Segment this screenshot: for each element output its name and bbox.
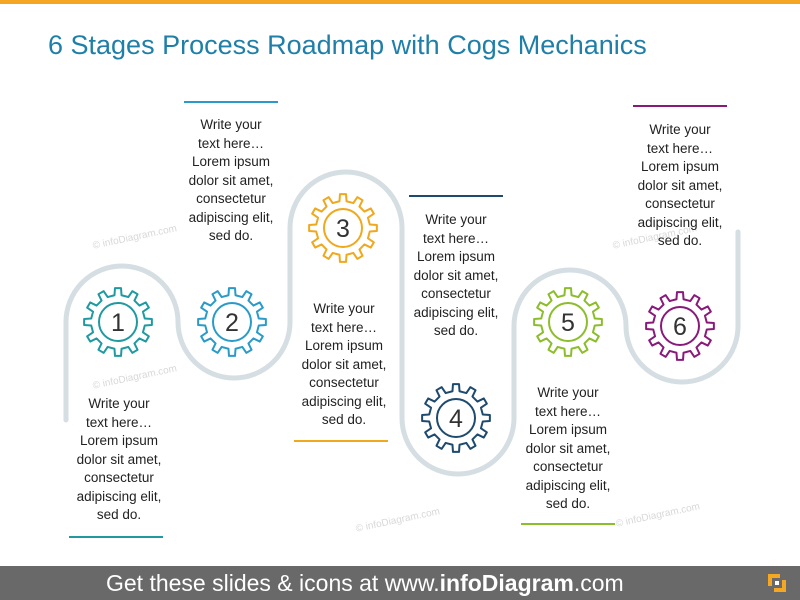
cog-inner-ring [98,302,138,342]
footer-banner: Get these slides & icons at www.infoDiag… [0,566,800,600]
stage-2-number: 2 [225,309,239,337]
cog-inner-ring [212,302,252,342]
stage-5-number: 5 [561,309,575,337]
stage-3-rule [294,440,388,442]
cog-inner-ring [660,306,700,346]
stage-1-text: Write your text here… Lorem ipsum dolor … [76,396,162,522]
stage-4-rule [409,195,503,197]
stage-4-number: 4 [449,405,463,433]
stage-5-cog-icon: 5 [533,287,603,357]
cog-inner-ring [548,302,588,342]
stage-4-text: Write your text here… Lorem ipsum dolor … [413,212,499,338]
cog-inner-ring [436,398,476,438]
top-accent-bar [0,0,800,4]
stage-1-cog-icon: 1 [83,287,153,357]
stage-6-cog-icon: 6 [645,291,715,361]
stage-5-rule [521,523,615,525]
roadmap-path [63,169,741,477]
cog-inner-ring [323,208,363,248]
footer-text[interactable]: Get these slides & icons at www.infoDiag… [106,570,624,596]
stage-6-rule [633,105,727,107]
page-title: 6 Stages Process Roadmap with Cogs Mecha… [48,30,647,60]
stage-5-text: Write your text here… Lorem ipsum dolor … [525,385,611,511]
stage-1-number: 1 [111,309,125,337]
stage-3-number: 3 [336,215,350,243]
stage-6-text: Write your text here… Lorem ipsum dolor … [637,122,723,248]
stage-1-rule [69,536,163,538]
stage-3-text: Write your text here… Lorem ipsum dolor … [301,301,387,427]
stage-2-text: Write your text here… Lorem ipsum dolor … [188,117,274,243]
stage-4-cog-icon: 4 [421,383,491,453]
stage-2-rule [184,101,278,103]
stage-6-number: 6 [673,313,687,341]
stage-3-cog-icon: 3 [308,193,378,263]
infodiagram-logo-icon [768,574,786,592]
stage-2-cog-icon: 2 [197,287,267,357]
